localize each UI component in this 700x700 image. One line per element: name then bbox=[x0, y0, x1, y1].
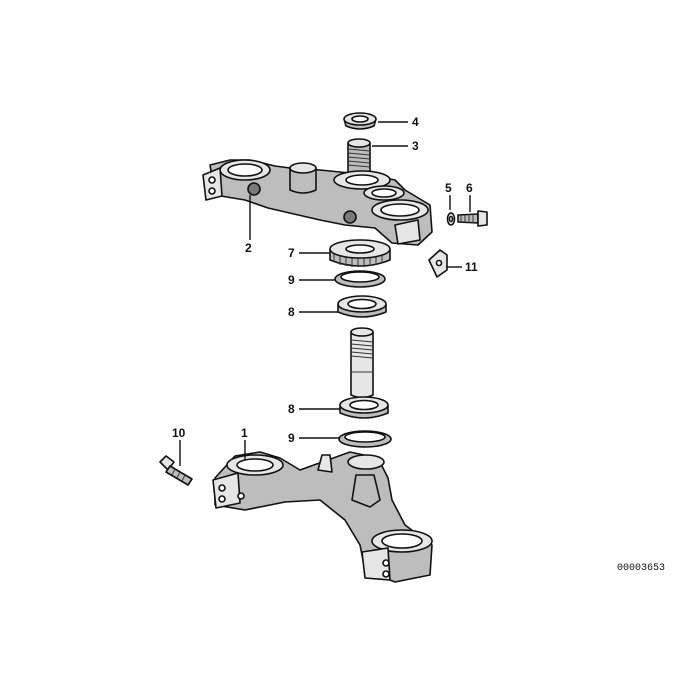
callout-4: 4 bbox=[412, 115, 419, 129]
callout-3: 3 bbox=[412, 139, 419, 153]
threaded-sleeve-part bbox=[347, 138, 371, 176]
upper-fork-bridge-part bbox=[202, 159, 433, 246]
steering-stem-part bbox=[350, 327, 374, 399]
callout-9-lower: 9 bbox=[288, 431, 295, 445]
leader-lines bbox=[179, 121, 471, 466]
callout-8-lower: 8 bbox=[288, 402, 295, 416]
callout-labels: 4 3 5 6 2 7 11 9 8 8 9 10 1 bbox=[172, 115, 478, 445]
plate-part bbox=[428, 249, 448, 278]
callout-8-upper: 8 bbox=[288, 305, 295, 319]
callout-10: 10 bbox=[172, 426, 186, 440]
reference-number: 00003653 bbox=[617, 563, 665, 574]
washer-part bbox=[446, 212, 456, 226]
clamp-bolt-part bbox=[159, 455, 193, 486]
seal-ring-lower-part bbox=[338, 430, 392, 448]
bearing-lower-part bbox=[339, 396, 389, 419]
callout-1: 1 bbox=[241, 426, 248, 440]
bearing-upper-part bbox=[337, 295, 387, 318]
callout-5: 5 bbox=[445, 181, 452, 195]
lower-fork-bridge-part bbox=[212, 451, 433, 583]
callout-6: 6 bbox=[466, 181, 473, 195]
callout-11: 11 bbox=[465, 260, 478, 274]
bolt-part bbox=[457, 210, 488, 227]
adjusting-ring-part bbox=[329, 239, 391, 267]
seal-ring-upper-part bbox=[334, 270, 386, 288]
callout-7: 7 bbox=[288, 246, 295, 260]
nut-part bbox=[343, 112, 377, 130]
callout-2: 2 bbox=[245, 241, 252, 255]
callout-9-upper: 9 bbox=[288, 273, 295, 287]
